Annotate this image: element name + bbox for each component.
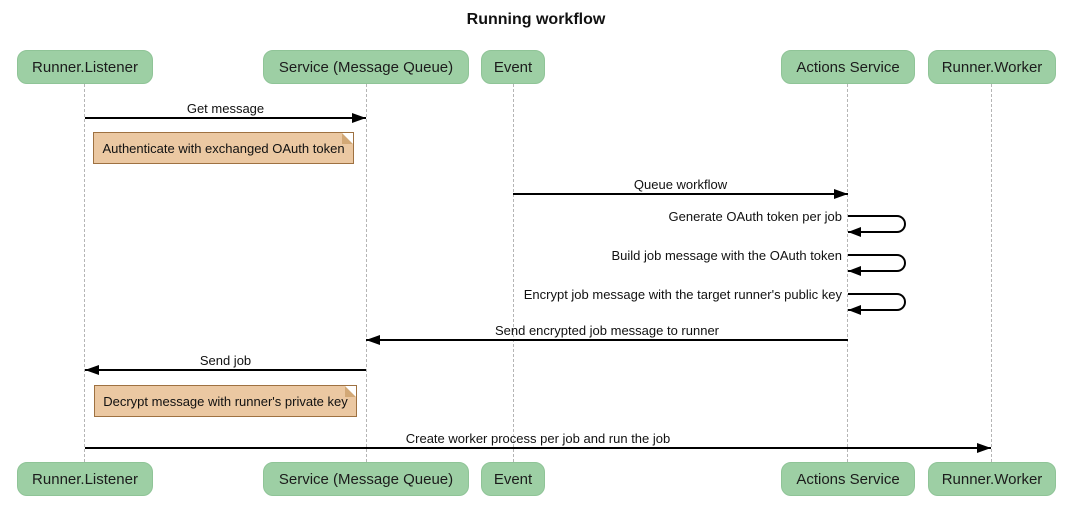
actor-top-service-message-queue: Service (Message Queue) [263,50,469,84]
actor-top-actions-service: Actions Service [781,50,915,84]
lifeline-runner-listener [84,84,85,462]
actor-top-event: Event [481,50,545,84]
arrowhead-icon [352,113,366,123]
message-line-get-message [85,117,366,119]
arrowhead-icon [848,305,861,315]
lifeline-event [513,84,514,462]
lifeline-service-message-queue [366,84,367,462]
arrowhead-icon [848,227,861,237]
message-label-get-message: Get message [186,101,265,116]
self-loop-build-job [848,254,906,272]
note-authenticate: Authenticate with exchanged OAuth token [93,132,354,164]
lifeline-runner-worker [991,84,992,462]
note-authenticate-text: Authenticate with exchanged OAuth token [102,140,345,156]
arrowhead-icon [848,266,861,276]
arrowhead-icon [366,335,380,345]
self-loop-encrypt-job [848,293,906,311]
actor-bottom-runner-listener: Runner.Listener [17,462,153,496]
message-label-build-job: Build job message with the OAuth token [611,248,842,263]
arrowhead-icon [834,189,848,199]
actor-top-runner-listener: Runner.Listener [17,50,153,84]
actor-bottom-event: Event [481,462,545,496]
message-label-send-encrypted: Send encrypted job message to runner [494,323,720,338]
actor-bottom-runner-worker: Runner.Worker [928,462,1056,496]
message-line-send-encrypted [366,339,848,341]
actor-top-runner-worker: Runner.Worker [928,50,1056,84]
message-label-send-job: Send job [199,353,252,368]
message-line-create-worker [85,447,991,449]
note-decrypt: Decrypt message with runner's private ke… [94,385,357,417]
actor-bottom-service-message-queue: Service (Message Queue) [263,462,469,496]
message-line-queue-workflow [513,193,848,195]
note-decrypt-text: Decrypt message with runner's private ke… [103,393,348,409]
diagram-title: Running workflow [466,11,606,28]
arrowhead-icon [85,365,99,375]
lifeline-actions-service [847,84,848,462]
self-loop-generate-oauth [848,215,906,233]
arrowhead-icon [977,443,991,453]
message-label-queue-workflow: Queue workflow [633,177,728,192]
actor-bottom-actions-service: Actions Service [781,462,915,496]
message-label-encrypt-job: Encrypt job message with the target runn… [523,287,842,302]
message-label-generate-oauth: Generate OAuth token per job [668,209,842,224]
message-line-send-job [85,369,366,371]
message-label-create-worker: Create worker process per job and run th… [405,431,671,446]
